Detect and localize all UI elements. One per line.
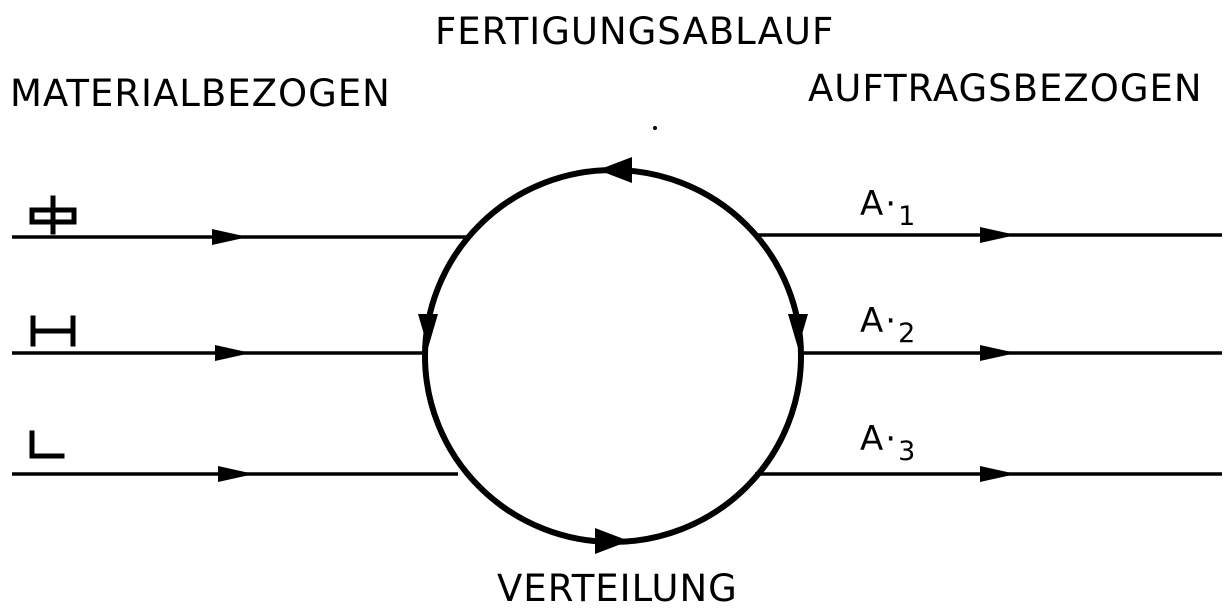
beam-profile-icon (29, 195, 77, 235)
material-input-line-3 (12, 466, 458, 482)
order-output-line-2 (800, 345, 1222, 361)
cycle-arrow-top (598, 157, 632, 183)
order-number-1: 1 (898, 201, 915, 232)
material-input-line-1 (12, 229, 468, 245)
cycle-arrow-left (418, 314, 438, 348)
order-letter-1: A (860, 184, 883, 224)
order-output-line-1 (758, 227, 1222, 243)
left-heading: MATERIALBEZOGEN (10, 72, 391, 115)
cycle-arrow-bottom (595, 528, 629, 554)
order-letter-2: A (860, 301, 883, 341)
order-number-3: 3 (898, 436, 915, 467)
order-output-line-3 (755, 466, 1222, 482)
order-letter-3: A (860, 419, 883, 459)
cycle-arrow-right (788, 314, 808, 348)
material-input-line-2 (12, 345, 426, 361)
order-label-1: A·1 (860, 184, 915, 232)
angle-profile-icon (29, 430, 65, 459)
order-label-2: A·2 (860, 301, 915, 349)
h-profile-icon (30, 315, 76, 347)
bottom-label: VERTEILUNG (497, 567, 738, 610)
order-label-3: A·3 (860, 419, 915, 467)
production-cycle (418, 157, 808, 554)
right-heading: AUFTRAGSBEZOGEN (808, 67, 1203, 110)
scan-dot (653, 126, 657, 130)
diagram-title: FERTIGUNGSABLAUF (435, 10, 834, 53)
order-number-2: 2 (898, 318, 915, 349)
